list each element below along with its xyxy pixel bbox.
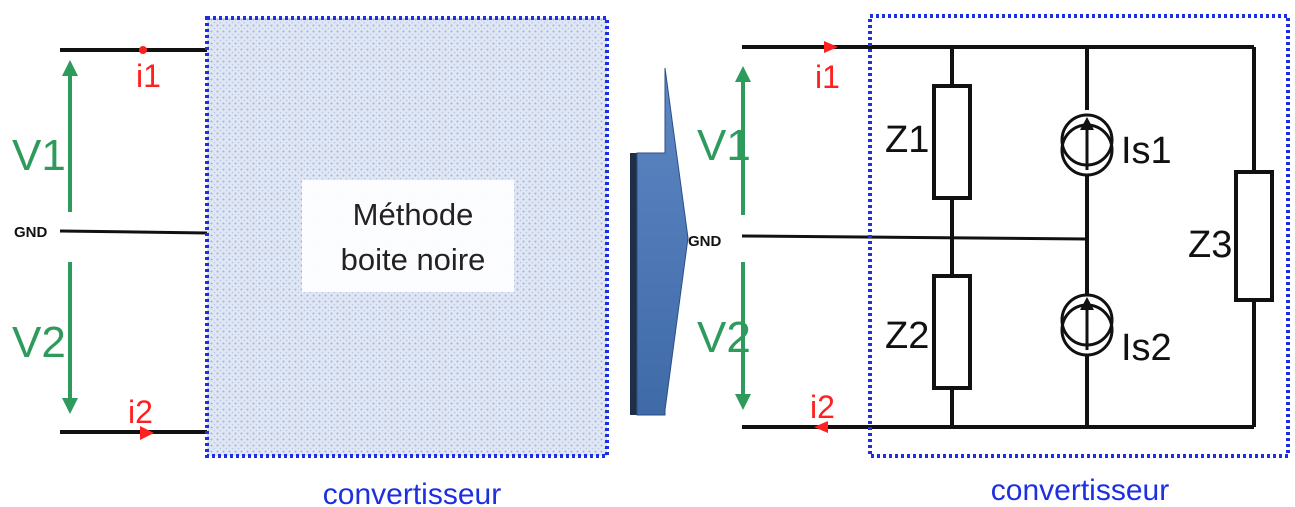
z1-label: Z1 <box>885 119 929 161</box>
right-i2-label: i2 <box>810 389 835 425</box>
is2-label: Is2 <box>1121 327 1172 369</box>
is1-current-source-icon <box>1060 113 1114 177</box>
right-v1-arrowhead-icon <box>735 66 751 82</box>
right-gnd-wire <box>741 234 1088 241</box>
left-i1-label: i1 <box>136 58 161 94</box>
z1-resistor <box>932 84 972 200</box>
right-i1-arrow-icon <box>824 41 838 53</box>
transform-arrow-icon <box>630 67 689 416</box>
right-caption: convertisseur <box>991 474 1169 507</box>
black-box-label-bg <box>302 180 514 292</box>
right-gnd-label: GND <box>688 233 722 250</box>
left-v1-arrowhead-icon <box>62 60 78 76</box>
black-box-label-line1: Méthode <box>353 197 474 232</box>
black-box-label-line2: boite noire <box>341 242 486 277</box>
right-v1-label: V1 <box>697 121 751 170</box>
is1-label: Is1 <box>1121 130 1172 172</box>
z2-resistor <box>932 274 972 390</box>
right-i2-arrow-icon <box>814 421 828 433</box>
left-v2-arrowhead-icon <box>62 398 78 414</box>
z3-resistor <box>1234 170 1274 302</box>
z2-label: Z2 <box>885 315 929 357</box>
left-v1-label: V1 <box>12 131 66 180</box>
left-v2-label: V2 <box>12 318 66 367</box>
left-circuit: i1 i2 V1 V2 GND Méthode boite noire conv… <box>12 16 609 507</box>
right-circuit: i1 i2 V1 V2 GND Z1 Z2 Z3 Is1 Is2 convert… <box>688 14 1290 507</box>
is2-current-source-icon <box>1060 293 1114 357</box>
converter-boundary <box>868 14 1290 458</box>
left-i1-arrow-icon <box>139 46 147 54</box>
left-caption: convertisseur <box>323 478 501 507</box>
right-v2-label: V2 <box>697 313 751 362</box>
z3-label: Z3 <box>1188 224 1232 266</box>
right-v2-arrowhead-icon <box>735 394 751 410</box>
left-i2-arrow-icon <box>140 426 154 440</box>
left-i2-label: i2 <box>128 394 153 430</box>
left-gnd-wire <box>59 229 208 235</box>
right-i1-label: i1 <box>815 59 840 95</box>
left-gnd-label: GND <box>14 224 48 241</box>
